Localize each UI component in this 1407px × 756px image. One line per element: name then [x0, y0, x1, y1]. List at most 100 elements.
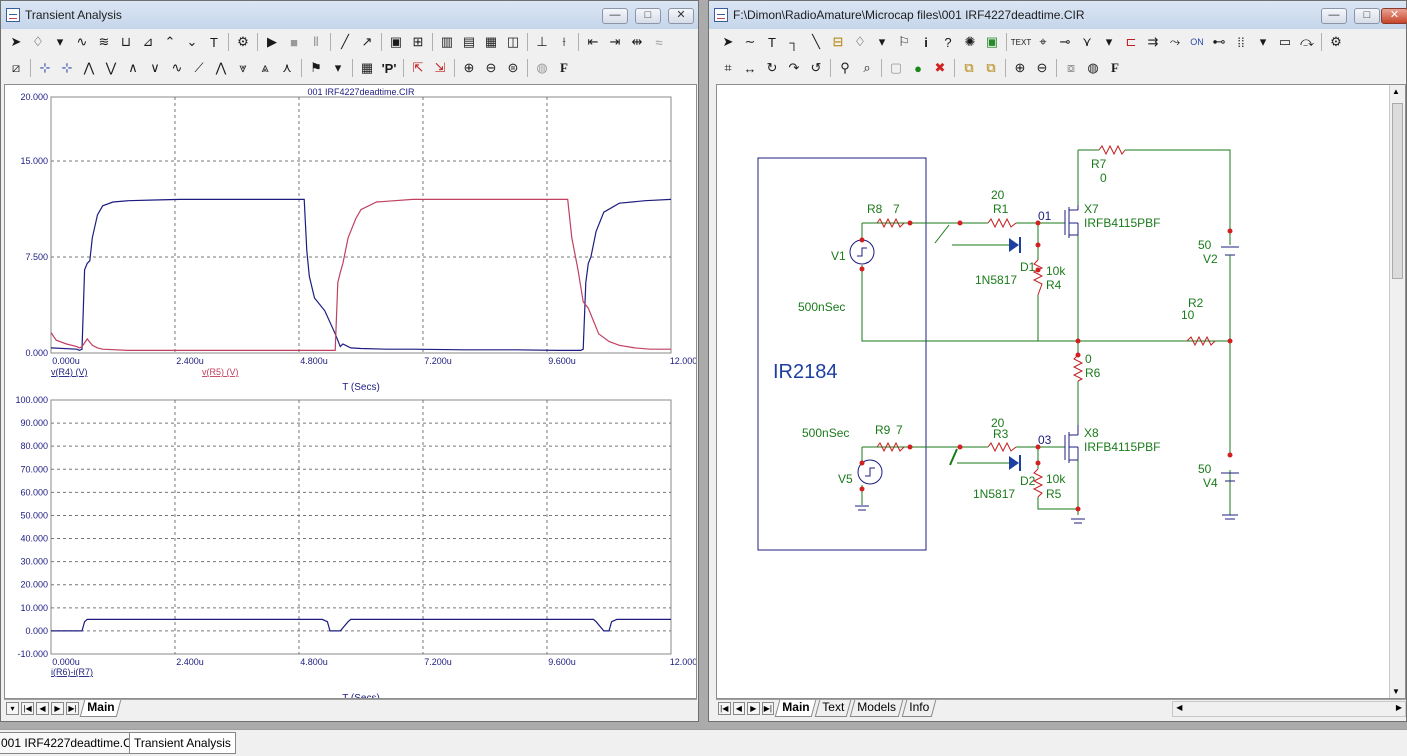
scroll-left-icon[interactable]: ◀: [1176, 702, 1183, 712]
select-arrow-icon[interactable]: ➤: [10, 34, 22, 49]
tab-prev-icon[interactable]: ◀: [36, 702, 49, 715]
font-icon[interactable]: F: [560, 60, 568, 75]
dropdown-icon-3[interactable]: ▾: [1259, 34, 1267, 49]
zoom-fit-icon[interactable]: ⊜: [507, 60, 519, 75]
part-icon[interactable]: ▣: [985, 34, 999, 49]
border-icon[interactable]: ▭: [1278, 34, 1292, 49]
resistor-r6[interactable]: [1072, 354, 1084, 382]
dropdown-icon-2[interactable]: ▾: [334, 60, 342, 75]
resistor-r3[interactable]: [987, 441, 1017, 453]
vertical-tag-icon[interactable]: ⇲: [434, 60, 446, 75]
cursor-step-left-icon[interactable]: ⊹: [39, 60, 51, 75]
dropdown-icon[interactable]: ▾: [56, 34, 64, 49]
help-icon[interactable]: ?: [944, 34, 952, 50]
tab-text[interactable]: Text: [815, 700, 852, 717]
pause-icon[interactable]: Ⅱ: [312, 34, 320, 49]
cursor-step-right-icon[interactable]: ⊹: [61, 60, 73, 75]
mosfet-x7[interactable]: [1064, 205, 1079, 238]
waveform-icon[interactable]: ≋: [98, 34, 110, 49]
color-icon[interactable]: ◍: [536, 60, 548, 75]
font-icon[interactable]: F: [1111, 60, 1119, 75]
resistor-r9[interactable]: [876, 441, 905, 453]
scroll-down-icon[interactable]: ▼: [1392, 687, 1400, 696]
tab-models[interactable]: Models: [850, 700, 904, 717]
stretch-icon[interactable]: ↔: [743, 60, 757, 76]
left-minimize-button[interactable]: —: [602, 8, 628, 24]
battery-v2[interactable]: [1221, 246, 1239, 261]
zoom-in-icon[interactable]: ⊕: [463, 60, 475, 75]
scale-icon[interactable]: ⧄: [11, 60, 21, 75]
go-icon[interactable]: ●: [914, 60, 922, 76]
grid-icon[interactable]: ⊞: [412, 34, 424, 49]
task-schematic[interactable]: 001 IRF4227deadtime.CIR: [0, 732, 149, 754]
slope-cursor-icon[interactable]: ⋏: [282, 60, 292, 75]
diode-d2[interactable]: [1009, 455, 1021, 471]
node-numbers-icon[interactable]: ⌖: [1039, 34, 1047, 49]
diode-d1[interactable]: [1009, 237, 1021, 253]
peak-icon[interactable]: ⌃: [164, 34, 176, 49]
text-mode-icon[interactable]: TEXT: [1010, 37, 1032, 47]
tab-main[interactable]: Main: [774, 700, 817, 717]
pin-icon[interactable]: ⊸: [1059, 34, 1071, 49]
battery-v4[interactable]: [1221, 472, 1239, 482]
scope-icon[interactable]: ⊔: [120, 34, 132, 49]
flip-x-icon[interactable]: ↷: [788, 60, 800, 75]
hgrid-icon[interactable]: ▤: [462, 34, 476, 49]
select-arrow-icon[interactable]: ➤: [722, 34, 734, 49]
cursor-mode-icon[interactable]: ⟊: [562, 34, 566, 49]
component-icon[interactable]: ♢: [854, 34, 866, 49]
vertical-scrollbar[interactable]: ▲ ▼: [1389, 85, 1405, 698]
mode-curve-icon[interactable]: ≈: [655, 34, 663, 50]
zoom-in-icon[interactable]: ⊕: [1014, 60, 1026, 75]
dropdown-icon[interactable]: ▾: [878, 34, 886, 49]
zoom-out-icon[interactable]: ⊖: [1036, 60, 1048, 75]
stop-red-icon[interactable]: ✖: [934, 60, 946, 75]
resistor-r4[interactable]: [1032, 259, 1044, 296]
vgrid-icon[interactable]: ▥: [440, 34, 454, 49]
resistor-r5[interactable]: [1032, 468, 1044, 498]
wire-icon[interactable]: ∼: [744, 34, 756, 49]
source-v1[interactable]: [849, 239, 875, 265]
info-icon[interactable]: i: [924, 34, 928, 50]
tab-home-icon[interactable]: |◀: [21, 702, 34, 715]
next-high-icon[interactable]: ∧: [128, 60, 138, 75]
point-tag-icon[interactable]: 'P': [381, 60, 397, 76]
tab-first-icon[interactable]: ▾: [6, 702, 19, 715]
minor-grid-icon[interactable]: ◫: [506, 34, 520, 49]
copy-icon[interactable]: ⧉: [964, 60, 974, 75]
flow-icon[interactable]: ⇉: [1147, 34, 1159, 49]
table-icon[interactable]: ▦: [360, 60, 374, 75]
diagonal-wire-icon[interactable]: ╲: [812, 34, 820, 49]
currents-icon[interactable]: ⤳: [1169, 34, 1181, 49]
tab-main-left[interactable]: Main: [79, 700, 122, 717]
line-icon[interactable]: ╱: [341, 34, 349, 49]
tab-first-icon[interactable]: |◀: [718, 702, 731, 715]
arrow-line-icon[interactable]: ↗: [361, 34, 373, 49]
tab-prev-icon[interactable]: ◀: [732, 702, 746, 715]
left-title-bar[interactable]: Transient Analysis — □ ✕: [1, 1, 698, 29]
cursor-right-icon[interactable]: ⇥: [609, 34, 621, 49]
tab-next-icon[interactable]: ▶: [747, 702, 760, 715]
slope-icon[interactable]: ⊿: [142, 34, 154, 49]
resistor-r2[interactable]: [1186, 335, 1216, 347]
zoom-out-icon[interactable]: ⊖: [485, 60, 497, 75]
horizontal-scrollbar[interactable]: ◀ ▶: [1172, 700, 1406, 717]
tab-next-icon[interactable]: ▶: [51, 702, 64, 715]
next-inflection-icon[interactable]: ∿: [171, 60, 183, 75]
rotate-icon[interactable]: ↻: [766, 60, 778, 75]
dropdown-icon-2[interactable]: ▾: [1105, 34, 1113, 49]
resistor-r8[interactable]: [876, 217, 905, 229]
resistor-r7[interactable]: [1098, 144, 1126, 156]
right-minimize-button[interactable]: —: [1321, 8, 1347, 24]
left-close-button[interactable]: ✕: [668, 8, 694, 24]
window-icon[interactable]: ▢: [889, 60, 903, 75]
left-maximize-button[interactable]: □: [635, 8, 661, 24]
title-icon[interactable]: ⤼: [1300, 34, 1314, 49]
tag-icon[interactable]: ⚑: [310, 60, 322, 75]
attribute-icon[interactable]: ⊏: [1125, 34, 1137, 49]
ic-block[interactable]: [757, 157, 927, 551]
flag-icon[interactable]: ⚐: [898, 34, 910, 49]
next-peak-icon[interactable]: ⋀: [83, 60, 95, 75]
task-transient-analysis[interactable]: Transient Analysis: [129, 732, 236, 754]
properties-icon[interactable]: ⚙: [1330, 34, 1342, 49]
